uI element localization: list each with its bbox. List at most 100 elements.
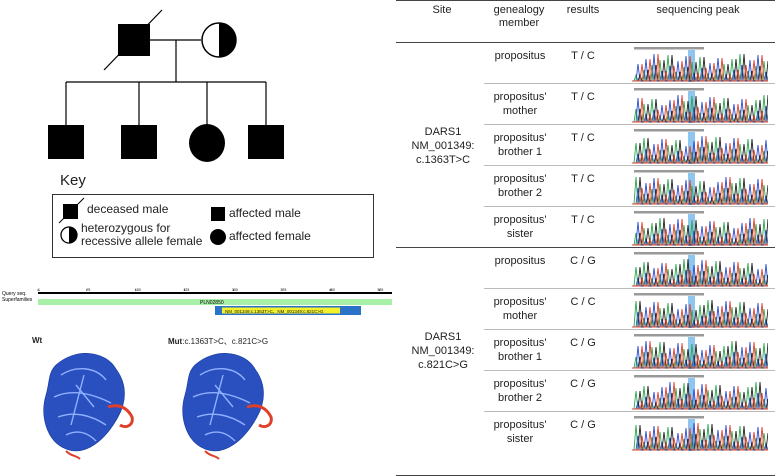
- trace-line: [632, 135, 768, 164]
- member-cell: propositus' brother 2: [493, 173, 547, 199]
- axis-tick-label: 450: [329, 288, 335, 292]
- member-cell: propositus: [494, 50, 546, 62]
- trace-line: [632, 259, 768, 287]
- row-divider: [484, 329, 775, 330]
- result-cell: C / G: [570, 419, 596, 431]
- affected-male-symbol: [211, 207, 225, 221]
- member-cell: propositus: [494, 255, 546, 267]
- row-divider: [484, 165, 775, 166]
- member-cell: propositus' mother: [493, 91, 547, 117]
- brother1-affected-male: [121, 125, 157, 159]
- track-superfamilies-label: Superfamilies: [2, 297, 33, 303]
- chromatogram: [632, 211, 768, 246]
- chromatogram: [632, 88, 768, 123]
- result-cell: T / C: [571, 50, 595, 62]
- affected-female-symbol: [210, 229, 226, 245]
- header-rule: [396, 42, 775, 43]
- sister-affected-female: [189, 124, 225, 162]
- brother2-affected-male: [248, 125, 284, 159]
- row-divider: [484, 370, 775, 371]
- children-generation: [48, 124, 284, 162]
- wt-label: Wt: [32, 336, 43, 345]
- row-divider: [484, 206, 775, 207]
- chromatogram: [632, 129, 768, 164]
- axis-tick-label: 375: [280, 288, 286, 292]
- site-cell: DARS1 NM_001349: c.1363T>C: [411, 125, 475, 166]
- site-cell: DARS1 NM_001349: c.821C>G: [411, 330, 475, 371]
- trace-line: [632, 422, 768, 451]
- chromatogram: [632, 293, 768, 328]
- member-cell: propositus' brother 2: [493, 378, 547, 404]
- member-cell: propositus' mother: [493, 296, 547, 322]
- trace-line: [632, 340, 768, 369]
- result-cell: C / G: [570, 337, 596, 349]
- axis-tick-label: 225: [183, 288, 189, 292]
- propositus-affected-male: [48, 125, 84, 159]
- trace-line: [632, 217, 768, 246]
- deceased-slash: [103, 9, 163, 71]
- trace-line: [632, 381, 768, 410]
- row-divider: [484, 124, 775, 125]
- base-call-strip: [634, 293, 704, 296]
- mother-carrier-half: [219, 23, 236, 57]
- header-site: Site: [432, 4, 452, 16]
- result-cell: T / C: [571, 214, 595, 226]
- base-call-strip: [634, 170, 704, 173]
- key-affected-female: affected female: [229, 229, 311, 243]
- variant-position-highlight: [688, 378, 695, 410]
- header-peak: sequencing peak: [656, 4, 740, 16]
- mut-label: Mut:c.1363T>C、c.821C>G: [168, 337, 269, 346]
- base-call-strip: [634, 416, 704, 419]
- wt-structure-image: [43, 353, 134, 460]
- row-divider: [484, 288, 775, 289]
- result-cell: T / C: [571, 132, 595, 144]
- carrier-female-symbol: [60, 226, 78, 244]
- axis-tick-label: 75: [86, 288, 90, 292]
- base-call-strip: [634, 211, 704, 214]
- axis-tick-label: 1: [38, 288, 40, 292]
- base-call-strip: [634, 47, 704, 50]
- axis-tick-label: 300: [232, 288, 238, 292]
- trace-line: [632, 300, 768, 328]
- result-cell: C / C: [570, 296, 596, 308]
- axis-tick-label: 150: [135, 288, 141, 292]
- mut-structure-image: [182, 353, 273, 460]
- chromatogram: [632, 416, 768, 451]
- base-call-strip: [634, 334, 704, 337]
- trace-line: [632, 176, 768, 205]
- result-cell: T / C: [571, 91, 595, 103]
- variant-label: NM_001349:c.1363T>C、NM_001349:c.821C>G: [225, 309, 324, 314]
- base-call-strip: [634, 252, 704, 255]
- key-het-female: heterozygous for recessive allele female: [81, 221, 203, 248]
- axis-tick-label: 525: [377, 288, 383, 292]
- chromatogram: [632, 47, 768, 82]
- base-call-strip: [634, 88, 704, 91]
- row-divider: [484, 411, 775, 412]
- group-divider: [396, 247, 775, 248]
- base-call-strip: [634, 129, 704, 132]
- pedigree-key: deceased male heterozygous for recessive…: [52, 194, 374, 258]
- key-deceased-male: deceased male: [87, 202, 169, 216]
- variant-position-highlight: [688, 132, 695, 164]
- variant-position-highlight: [688, 255, 695, 287]
- chromatogram: [632, 170, 768, 205]
- chromatogram: [632, 375, 768, 410]
- result-cell: C / G: [570, 378, 596, 390]
- track-query-label: Query seq.: [2, 291, 26, 297]
- result-cell: T / C: [571, 173, 595, 185]
- member-cell: propositus' brother 1: [493, 337, 547, 363]
- parents-generation: [65, 9, 267, 125]
- axis-ticks: 1 75 150 225 300 375 450 525: [37, 288, 383, 292]
- domain-name: PLN02850: [200, 300, 224, 306]
- domain-map: Query seq. Superfamilies 1 75 150 225 300 375…: [2, 288, 392, 315]
- trace-line: [632, 53, 768, 82]
- result-cell: C / G: [570, 255, 596, 267]
- key-title: Key: [60, 172, 86, 189]
- member-cell: propositus' sister: [493, 419, 547, 445]
- base-call-strip: [634, 375, 704, 378]
- trace-line: [632, 94, 768, 123]
- deceased-male-symbol: [58, 197, 85, 224]
- chromatogram: [632, 334, 768, 369]
- member-cell: propositus' sister: [493, 214, 547, 240]
- sequencing-table: Site genealogy member results sequencing…: [396, 0, 775, 476]
